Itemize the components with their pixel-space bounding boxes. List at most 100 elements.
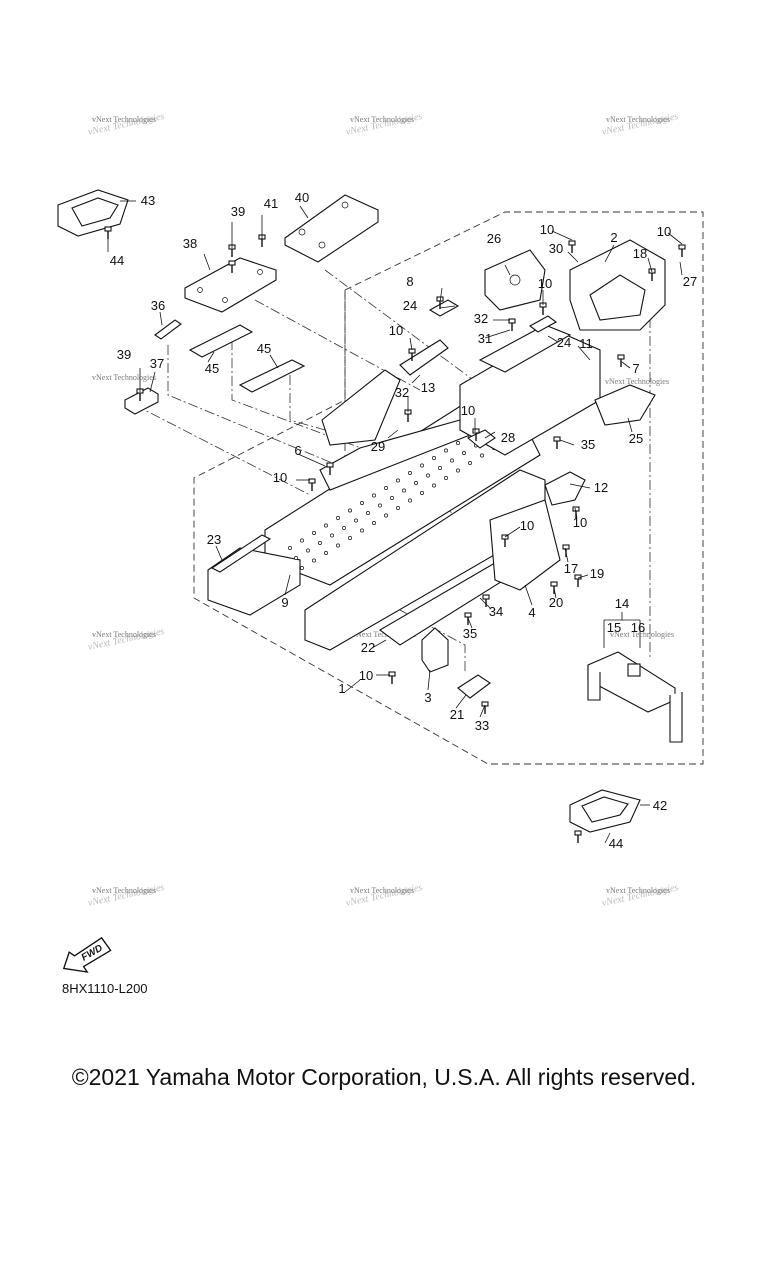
assembly-boundaries xyxy=(193,211,704,765)
frame-hole xyxy=(396,506,400,510)
frame-hole xyxy=(402,488,406,493)
callout-22: 22 xyxy=(361,640,375,655)
callout-10: 10 xyxy=(540,222,554,237)
watermark-text: vNext Technologies xyxy=(92,115,156,124)
frame-hole xyxy=(408,471,412,475)
callout-10: 10 xyxy=(538,276,552,291)
callout-28: 28 xyxy=(501,430,515,445)
part-2-rear-plate xyxy=(569,239,666,331)
frame-hole xyxy=(312,558,316,563)
callout-10: 10 xyxy=(657,224,671,239)
frame-hole xyxy=(354,518,358,523)
watermark: vNext Technologies xyxy=(352,630,416,639)
watermark: vNext Technologies vNext Technologies xyxy=(345,111,423,138)
watermark: vNext Technologies xyxy=(605,377,669,386)
watermark: vNext Technologies xyxy=(610,630,674,639)
watermark-text: vNext Technologies xyxy=(350,886,414,895)
callout-45: 45 xyxy=(205,361,219,376)
frame-hole xyxy=(444,448,448,453)
part-25-bracket xyxy=(594,384,656,426)
frame-hole xyxy=(420,491,424,495)
frame-hole xyxy=(294,556,298,560)
callout-17: 17 xyxy=(564,561,578,576)
callout-30: 30 xyxy=(549,241,563,256)
frame-hole xyxy=(384,486,388,490)
frame-hole xyxy=(372,493,376,498)
callout-8: 8 xyxy=(406,274,413,289)
chain-45a xyxy=(231,340,421,471)
frame-hole xyxy=(360,501,364,505)
bolt-icon xyxy=(568,240,576,253)
frame-hole xyxy=(384,513,388,518)
frame-hole xyxy=(348,536,352,540)
frame-hole xyxy=(456,468,460,473)
frame-hole xyxy=(432,456,436,460)
part-40-cover xyxy=(284,194,379,263)
callout-43: 43 xyxy=(141,193,155,208)
frame-hole xyxy=(426,473,430,478)
callout-38: 38 xyxy=(183,236,197,251)
callout-24: 24 xyxy=(403,298,417,313)
frame-hole xyxy=(378,503,382,508)
watermark-text: vNext Technologies xyxy=(606,115,670,124)
callout-37: 37 xyxy=(150,356,164,371)
part-11-rear-frame xyxy=(459,324,601,456)
part-45-strip xyxy=(188,324,306,393)
frame-hole xyxy=(318,541,322,545)
callout-32: 32 xyxy=(474,311,488,326)
callout-10: 10 xyxy=(389,323,403,338)
watermark-text: vNext Technologies xyxy=(92,886,156,895)
bolt-icon xyxy=(481,701,489,714)
frame-hole xyxy=(372,521,376,525)
callout-19: 19 xyxy=(590,566,604,581)
callout-39: 39 xyxy=(231,204,245,219)
part-1-frame xyxy=(207,399,561,651)
part-36-strip xyxy=(154,319,182,340)
callout-10: 10 xyxy=(359,668,373,683)
frame-hole xyxy=(408,498,412,503)
watermark-text: vNext Technologies xyxy=(605,377,669,386)
callout-35: 35 xyxy=(463,626,477,641)
frame-hole xyxy=(432,483,436,488)
watermark-text: vNext Technologies xyxy=(352,630,416,639)
frame-hole xyxy=(450,458,454,463)
watermark-text: vNext Technologies xyxy=(350,115,414,124)
copyright-notice: ©2021 Yamaha Motor Corporation, U.S.A. A… xyxy=(71,1064,697,1090)
bolt-icon xyxy=(388,671,396,684)
chain-38 xyxy=(254,299,421,391)
frame-hole xyxy=(300,566,304,570)
callout-45: 45 xyxy=(257,341,271,356)
callout-31: 31 xyxy=(478,331,492,346)
bolt-icon xyxy=(482,594,490,607)
part-13-brace xyxy=(321,339,449,446)
bolt-icon xyxy=(326,462,334,475)
callout-12: 12 xyxy=(594,480,608,495)
callout-40: 40 xyxy=(295,190,309,205)
frame-hole xyxy=(306,548,310,553)
frame-hole xyxy=(312,531,316,535)
callout-14: 14 xyxy=(615,596,629,611)
frame-hole xyxy=(396,478,400,483)
frame-hole xyxy=(414,481,418,485)
callout-33: 33 xyxy=(475,718,489,733)
watermark: vNext Technologies vNext Technologies xyxy=(601,111,679,138)
part-3-bracket xyxy=(421,627,449,673)
callout-41: 41 xyxy=(264,196,278,211)
bolt-icon xyxy=(228,260,236,273)
callout-4: 4 xyxy=(528,605,535,620)
part-26-bracket xyxy=(484,249,546,311)
bolt-icon xyxy=(617,354,625,367)
callout-16: 16 xyxy=(631,620,645,635)
callout-44: 44 xyxy=(609,836,623,851)
fwd-arrow: FWD xyxy=(62,936,112,973)
chain-36 xyxy=(167,345,471,521)
bolt-icon xyxy=(553,436,561,449)
callout-32: 32 xyxy=(395,385,409,400)
frame-hole xyxy=(342,526,346,530)
frame-hole xyxy=(324,523,328,528)
callout-44: 44 xyxy=(110,253,124,268)
callout-42: 42 xyxy=(653,798,667,813)
part-14-bumper xyxy=(587,651,683,743)
part-42-step xyxy=(569,789,650,833)
